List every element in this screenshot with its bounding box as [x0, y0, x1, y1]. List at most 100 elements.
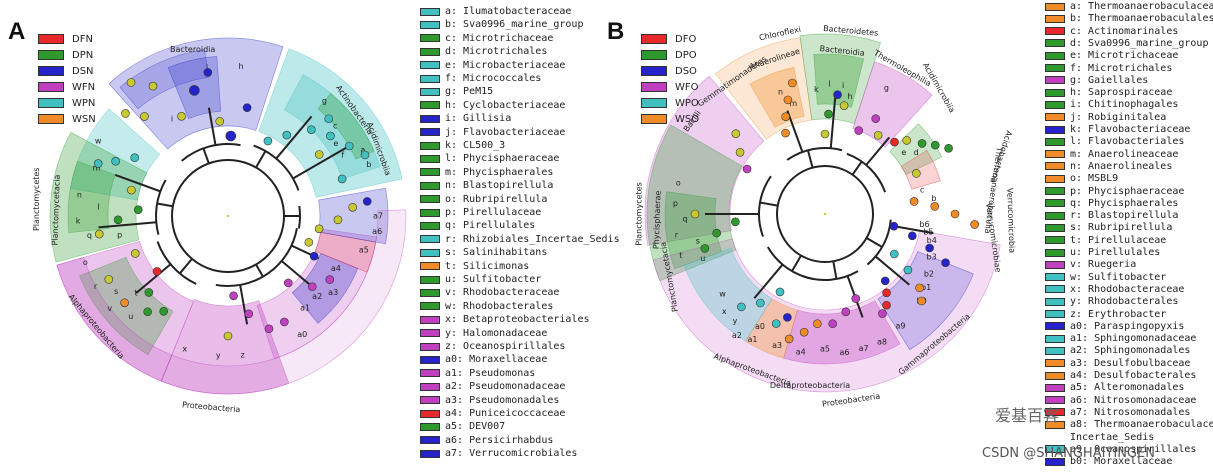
taxon-node [756, 298, 765, 308]
taxon-node [941, 258, 950, 267]
group-swatch [641, 50, 667, 60]
sector-letter: a4 [331, 264, 341, 273]
taxon-node [111, 156, 120, 166]
taxon-node [264, 324, 274, 334]
taxon-label: e: Microtrichaceae [1070, 50, 1179, 62]
taxon-node [839, 101, 849, 110]
taxon-swatch [1045, 39, 1065, 48]
tree-branch [156, 202, 174, 208]
taxon-legend-item: s: Rubripirellula [1045, 221, 1172, 234]
taxon-node [337, 174, 347, 184]
taxon-legend-item: Incertae_Sedis [1045, 431, 1154, 444]
group-label: DPN [72, 49, 94, 61]
taxon-swatch [1045, 273, 1065, 282]
taxon-node [889, 249, 899, 259]
taxon-swatch [420, 141, 440, 150]
taxon-legend-item: a2: Sphingomonadales [1045, 344, 1190, 357]
taxon-label: i: Chitinophagales [1070, 99, 1179, 111]
group-label: WPO [675, 97, 699, 109]
taxon-legend-item: d: Sva0996_marine_group [1045, 37, 1208, 50]
taxon-label: c: Actinomarinales [1070, 25, 1179, 37]
group-legend-item: DSO [641, 65, 697, 77]
taxon-node [362, 197, 372, 206]
taxon-legend-item: r: Rhizobiales_Incertae_Sedis [420, 233, 620, 246]
taxon-label: u: Sulfitobacter [445, 274, 542, 285]
taxon-legend-item: w: Rhodobacterales [420, 300, 553, 313]
sector-letter: x [722, 307, 727, 316]
tree-branch [874, 255, 910, 286]
taxon-label: a4: Desulfobacterales [1070, 370, 1197, 381]
taxon-legend-item: e: Microtrichaceae [1045, 49, 1178, 62]
sector-letter: x [182, 345, 187, 354]
sector-letter: a6 [372, 227, 382, 236]
taxon-swatch [420, 396, 440, 405]
taxon-legend-item: k: Flavobacteriaceae [1045, 123, 1190, 136]
sector-letter: a2 [732, 331, 742, 340]
taxon-legend-item: t: Silicimonas [420, 260, 529, 273]
taxon-swatch [420, 47, 440, 56]
sector-letter: a3 [772, 341, 782, 350]
sector-letter: m [789, 99, 797, 108]
taxon-legend-item: z: Erythrobacter [1045, 308, 1166, 321]
taxon-node [133, 205, 143, 215]
taxon-label: a: Thermoanaerobaculaceae [1070, 1, 1213, 12]
tree-branch [851, 161, 863, 176]
taxon-swatch [1045, 187, 1065, 195]
taxon-swatch [420, 128, 440, 137]
group-legend-item: WFN [38, 81, 95, 93]
taxon-swatch [1045, 14, 1065, 23]
sector-letter: b2 [924, 270, 934, 279]
sector-letter: n [77, 191, 82, 200]
taxon-swatch [1045, 51, 1065, 60]
taxon-node [126, 78, 136, 87]
taxon-legend-item: g: PeM15 [420, 85, 493, 98]
clade-sector [291, 253, 359, 324]
group-swatch [641, 82, 667, 92]
clade-label: Planctomycetes [635, 182, 644, 246]
sector-letter: m [93, 164, 101, 173]
taxon-node [121, 109, 130, 118]
taxon-legend-item: x: Betaproteobacteriales [420, 313, 590, 326]
taxon-node [307, 282, 317, 292]
taxon-node [324, 114, 334, 124]
taxon-node [775, 287, 785, 297]
taxon-legend-item: f: Micrococcales [420, 72, 541, 85]
tree-branch [280, 260, 313, 288]
group-label: WPN [72, 97, 96, 109]
sector-letter: a2 [312, 292, 322, 301]
taxon-legend-item: m: Phycisphaerales [420, 166, 553, 179]
group-label: DFN [72, 33, 93, 45]
sector-letter: n [778, 87, 783, 96]
taxon-swatch [420, 355, 440, 364]
taxon-swatch [420, 288, 440, 297]
taxon-label: j: Robiginitalea [1070, 111, 1167, 123]
clade-sector [813, 53, 865, 108]
taxon-node [700, 244, 710, 253]
tree-branch [865, 136, 891, 166]
taxon-node [229, 291, 238, 301]
taxon-legend-item: w: Sulfitobacter [1045, 271, 1166, 284]
taxon-label: x: Betaproteobacteriales [445, 314, 590, 326]
taxon-label: p: Phycisphaeraceae [1070, 185, 1185, 197]
clade-label: Acidobacteria [988, 129, 1014, 184]
sector-letter: s [114, 287, 118, 296]
sector-letter: a [360, 146, 365, 155]
sector-letter: a5 [359, 245, 369, 254]
taxon-swatch [1045, 346, 1065, 355]
taxon-node [950, 209, 960, 219]
taxon-swatch [1045, 285, 1065, 294]
sector-letter: p [117, 231, 122, 240]
taxon-legend-item: h: Cyclobacteriaceae [420, 99, 565, 112]
taxon-legend-item: p: Phycisphaeraceae [1045, 185, 1184, 198]
taxon-swatch [1045, 162, 1065, 171]
taxon-node [130, 153, 140, 163]
taxon-swatch [420, 449, 440, 458]
sector-letter: a1 [748, 335, 758, 344]
taxon-node [307, 125, 316, 134]
group-label: WSN [72, 113, 96, 125]
taxon-legend-item: a1: Sphingomonadaceae [1045, 332, 1196, 345]
tree-branch [255, 150, 267, 169]
taxon-legend-item: v: Ruegeria [1045, 258, 1136, 271]
taxon-swatch [420, 74, 440, 83]
